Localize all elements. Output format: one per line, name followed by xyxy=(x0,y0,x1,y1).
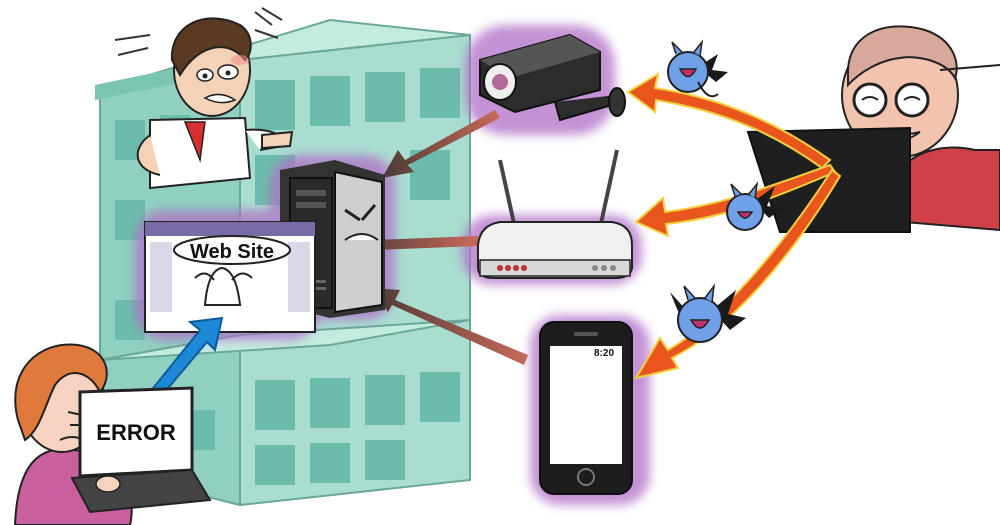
router-arrow xyxy=(352,230,478,260)
devil-icon xyxy=(670,283,746,343)
phone-status-time: 8:20 xyxy=(594,348,614,359)
error-message: ERROR xyxy=(96,420,176,445)
camera-arrow xyxy=(382,110,500,178)
website-label: Web Site xyxy=(190,241,274,263)
devil-icon xyxy=(726,181,783,231)
router-icon xyxy=(477,149,633,279)
phone-arrow xyxy=(370,288,528,365)
devil-icon xyxy=(667,39,728,98)
smartphone-icon: 8:20 xyxy=(539,321,633,495)
laptop-icon: ERROR xyxy=(70,386,212,514)
device-attack-arrows xyxy=(352,110,528,365)
security-camera-icon xyxy=(479,33,626,122)
attack-arrow-camera xyxy=(626,71,832,170)
website-window: Web Site xyxy=(144,221,316,333)
attack-arrow-phone xyxy=(633,168,842,380)
panicked-man xyxy=(114,7,294,190)
